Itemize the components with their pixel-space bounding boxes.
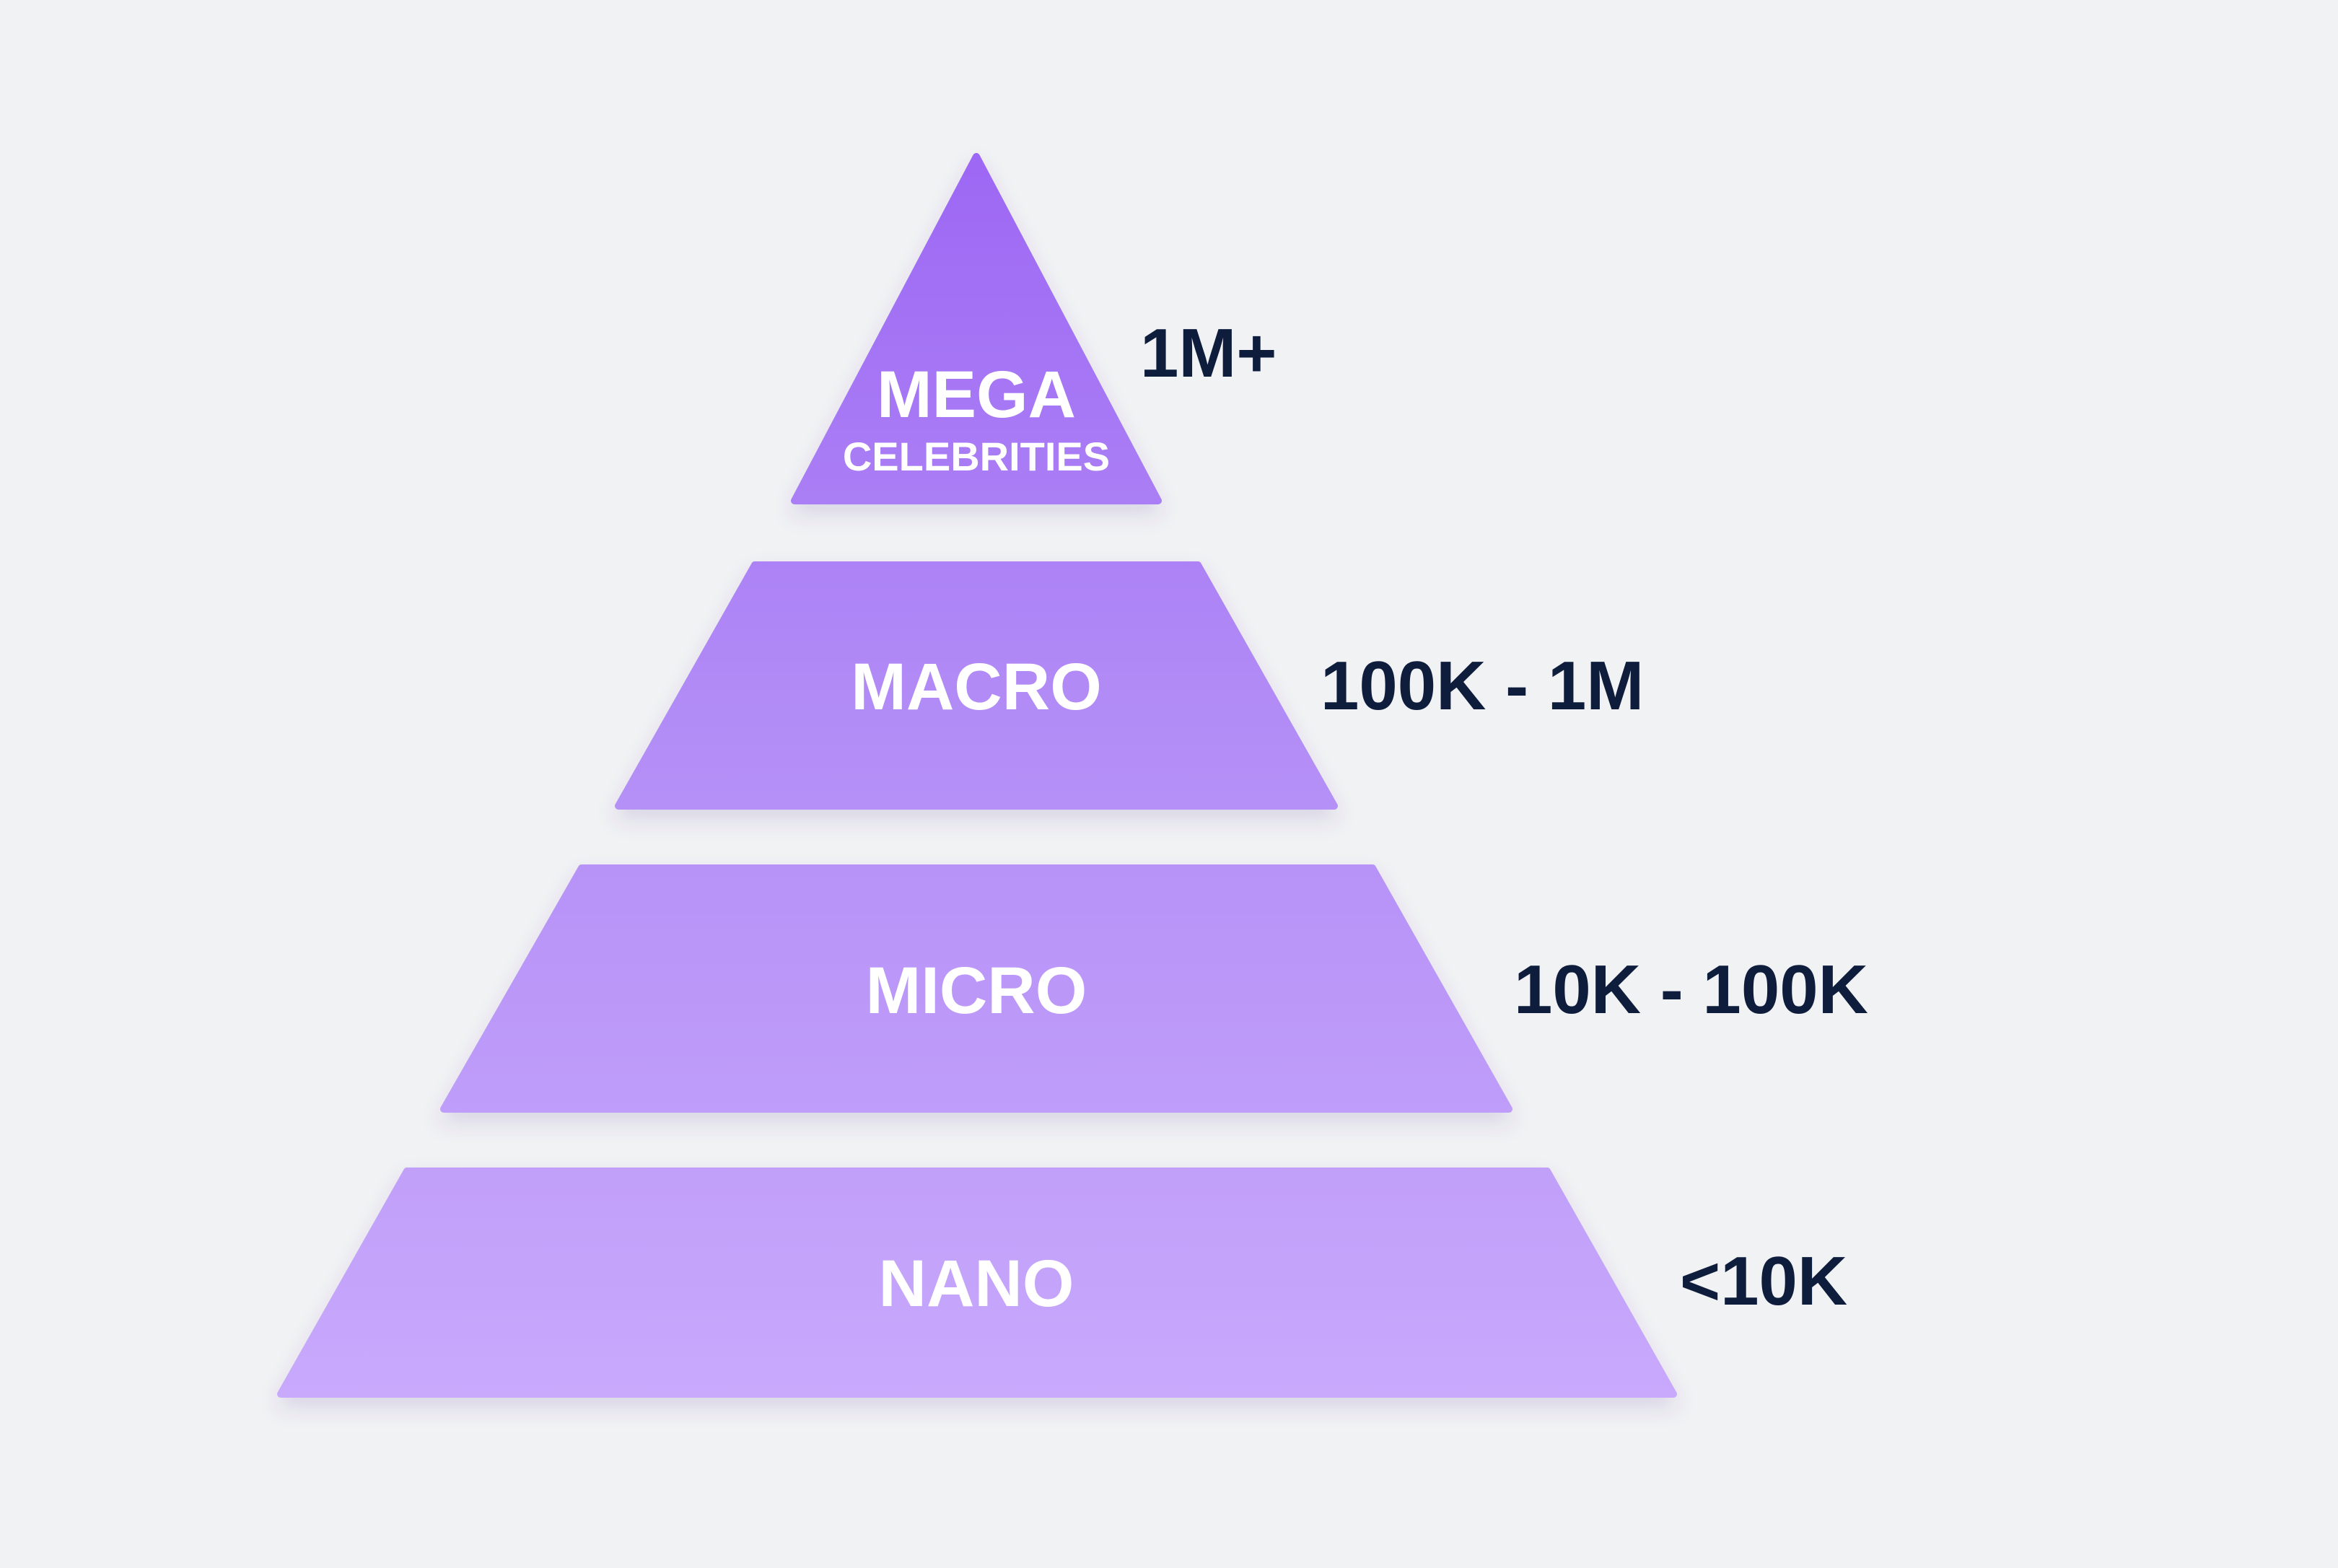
tier-micro-shape [440, 864, 1512, 1113]
tier-micro-title: MICRO [866, 954, 1087, 1028]
tier-macro: MACRO [615, 561, 1338, 810]
tier-mega-subtitle: CELEBRITIES [843, 434, 1110, 479]
tier-mega-title: MEGA [877, 358, 1076, 432]
tier-macro-shape [615, 561, 1338, 810]
tier-nano-range: <10K [1680, 1243, 1847, 1320]
tier-mega: MEGA CELEBRITIES [791, 153, 1162, 504]
tier-nano: NANO [277, 1168, 1677, 1398]
tier-micro-range: 10K - 100K [1514, 951, 1868, 1028]
tier-mega-range: 1M+ [1140, 315, 1277, 392]
tier-macro-range: 100K - 1M [1321, 647, 1644, 724]
tier-micro: MICRO [440, 864, 1512, 1113]
tier-macro-title: MACRO [851, 650, 1102, 724]
tier-nano-title: NANO [879, 1247, 1074, 1320]
tier-nano-shape [277, 1168, 1677, 1398]
tier-mega-shape [791, 153, 1162, 504]
